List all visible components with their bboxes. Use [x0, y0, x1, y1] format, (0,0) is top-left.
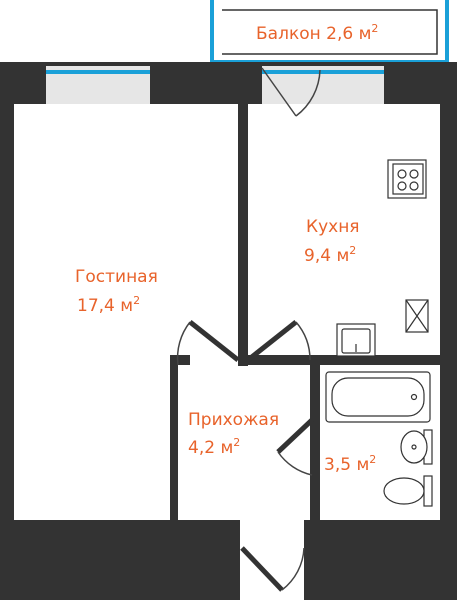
- hallway-name: Прихожая: [188, 410, 279, 430]
- balcony-door-arc: [295, 69, 321, 117]
- doors: [176, 67, 321, 592]
- windows: [46, 66, 384, 104]
- kitchen-window-glass: [262, 70, 384, 74]
- toilet-tank: [423, 475, 433, 507]
- bathroom-area: 3,5 м2: [324, 453, 376, 475]
- kitchen-fixtures: [336, 159, 429, 357]
- living-door-leaf: [188, 320, 240, 362]
- partitions: [170, 104, 440, 548]
- kitchen-area: 9,4 м2: [304, 244, 356, 266]
- hall-top-wall-right: [298, 355, 310, 365]
- kitchen-door-leaf: [246, 320, 298, 362]
- balcony-door-leaf: [261, 67, 297, 117]
- stove-burner-icon: [409, 169, 419, 179]
- entrance-door-leaf: [240, 546, 284, 592]
- living-area: 17,4 м2: [77, 294, 140, 316]
- entrance-door-arc: [281, 547, 305, 591]
- washbasin-drain: [411, 444, 417, 450]
- bathroom-fixtures: [325, 371, 433, 507]
- balcony-inner-line: [222, 9, 438, 55]
- stove-burner-icon: [409, 181, 419, 191]
- toilet-icon: [383, 477, 425, 505]
- balcony-label: Балкон 2,6 м2: [256, 22, 378, 44]
- hall-bottom-wall-left: [178, 520, 240, 548]
- hall-bath-wall: [310, 355, 320, 525]
- bathtub-basin: [331, 377, 425, 417]
- bathtub-drain: [410, 393, 418, 401]
- living-window-glass: [46, 70, 150, 74]
- hallway-floor: [178, 365, 318, 548]
- ventilation-cross: [405, 299, 429, 333]
- outer-walls: [0, 62, 457, 600]
- hallway-area: 4,2 м2: [188, 436, 240, 458]
- room-labels: Кухня 9,4 м2 Гостиная 17,4 м2 Прихожая 4…: [75, 217, 376, 475]
- stove-top: [392, 163, 424, 195]
- kitchen-bath-wall: [310, 355, 440, 365]
- hall-bottom-wall-right: [304, 520, 318, 548]
- stove-burner-icon: [397, 181, 407, 191]
- living-door-arc: [176, 321, 191, 366]
- hall-top-wall-left: [178, 355, 190, 365]
- sink-basin: [341, 328, 371, 354]
- living-hall-wall: [170, 355, 178, 525]
- balcony: Балкон 2,6 м2: [210, 0, 449, 64]
- bathroom-door-arc: [277, 451, 313, 476]
- living-kitchen-wall: [238, 104, 248, 366]
- stove-burner-icon: [397, 169, 407, 179]
- living-name: Гостиная: [75, 267, 158, 287]
- bathroom-door-leaf: [276, 418, 314, 454]
- kitchen-door-arc: [295, 321, 311, 361]
- kitchen-name: Кухня: [306, 217, 360, 237]
